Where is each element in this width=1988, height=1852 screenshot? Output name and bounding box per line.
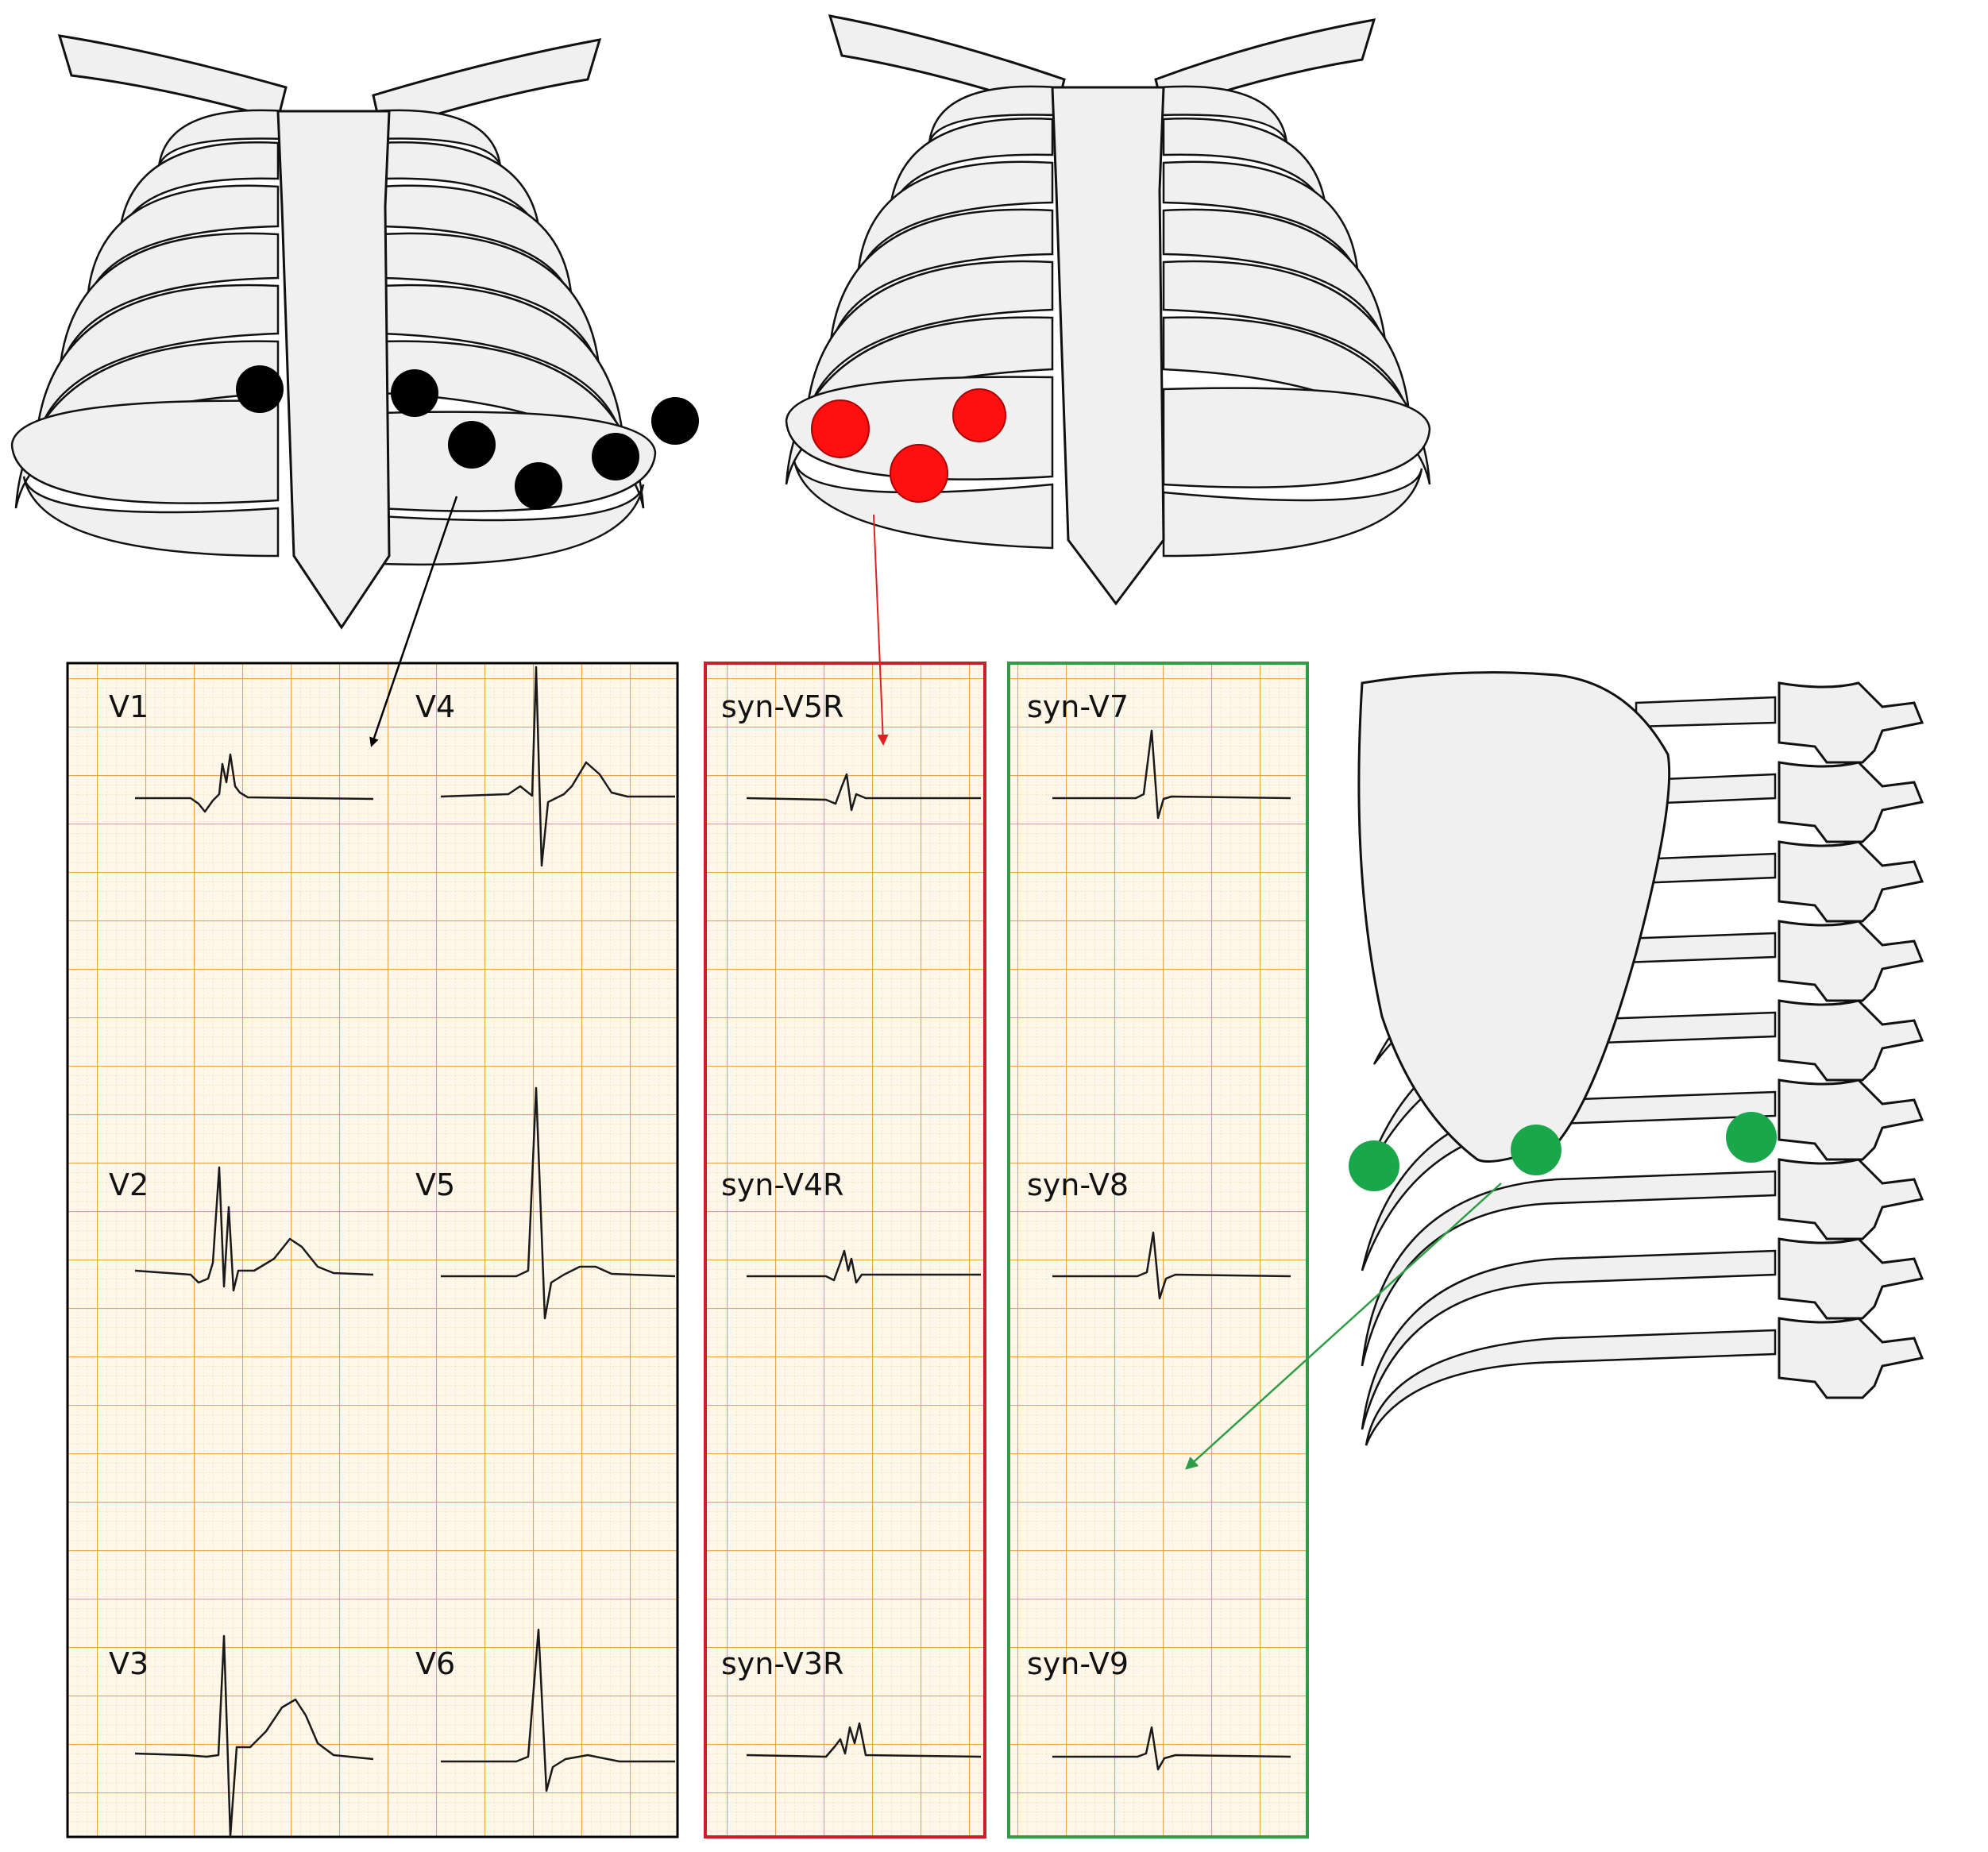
- trace-syn-v3r: [746, 1722, 982, 1758]
- rib-cage-side-icon: [1349, 671, 1924, 1446]
- trace-v3: [134, 1634, 374, 1838]
- trace-v1: [135, 753, 374, 813]
- right-electrodes: [811, 388, 1006, 503]
- trace-v6: [441, 1628, 675, 1792]
- trace-syn-v4r: [747, 1249, 981, 1284]
- lead-label-syn-v4r: syn-V4R: [721, 1167, 843, 1202]
- electrode-v6: [651, 397, 699, 445]
- trace-syn-v7: [1052, 729, 1291, 820]
- electrode-v4r: [952, 388, 1006, 442]
- lead-label-syn-v7: syn-V7: [1027, 689, 1129, 724]
- trace-v4: [440, 666, 675, 867]
- electrode-v3: [448, 421, 496, 469]
- electrode-v1: [236, 365, 284, 413]
- trace-syn-v9: [1052, 1726, 1291, 1771]
- lead-label-v3: V3: [109, 1646, 149, 1681]
- trace-v2: [134, 1166, 374, 1292]
- lead-label-v1: V1: [109, 689, 149, 724]
- electrode-v3r: [811, 399, 870, 458]
- scapula-icon: [1357, 671, 1671, 1163]
- lead-label-v4: V4: [415, 689, 455, 724]
- lead-label-syn-v5r: syn-V5R: [721, 689, 843, 724]
- electrode-v5r: [890, 444, 948, 503]
- panel-posterior-leads: [1007, 662, 1309, 1838]
- arrow-right: [873, 514, 889, 746]
- lead-label-v6: V6: [415, 1646, 455, 1681]
- vertebrae-icon: [1778, 681, 1924, 1399]
- connector-arrows: [369, 496, 1502, 1470]
- electrode-v7: [1349, 1140, 1399, 1191]
- rib-cage-front-icon: [10, 34, 699, 630]
- arrow-standard: [369, 496, 458, 747]
- electrode-v2: [391, 369, 438, 417]
- electrode-v8: [1511, 1125, 1561, 1175]
- standard-electrodes: [236, 365, 699, 510]
- lead-label-syn-v3r: syn-V3R: [721, 1646, 843, 1681]
- trace-v5: [441, 1086, 676, 1320]
- electrode-v5: [592, 433, 639, 480]
- lead-labels: V1 V4 V2 V5 V3 V6 syn-V5R syn-V4R syn-V3…: [109, 689, 1129, 1681]
- rib-cage-front-icon: [785, 14, 1431, 606]
- electrode-v4: [515, 462, 562, 510]
- arrow-posterior: [1185, 1183, 1502, 1470]
- lead-label-v5: V5: [415, 1167, 455, 1202]
- lead-label-syn-v9: syn-V9: [1027, 1646, 1129, 1681]
- posterior-electrodes: [1349, 1112, 1777, 1191]
- trace-syn-v5r: [746, 773, 981, 812]
- lead-label-syn-v8: syn-V8: [1027, 1167, 1129, 1202]
- electrode-v9: [1726, 1112, 1777, 1163]
- ecg-traces: [134, 666, 1291, 1838]
- panel-right-leads: [704, 662, 986, 1838]
- panel-standard-leads: [66, 662, 679, 1838]
- trace-syn-v8: [1052, 1231, 1291, 1300]
- lead-label-v2: V2: [109, 1167, 149, 1202]
